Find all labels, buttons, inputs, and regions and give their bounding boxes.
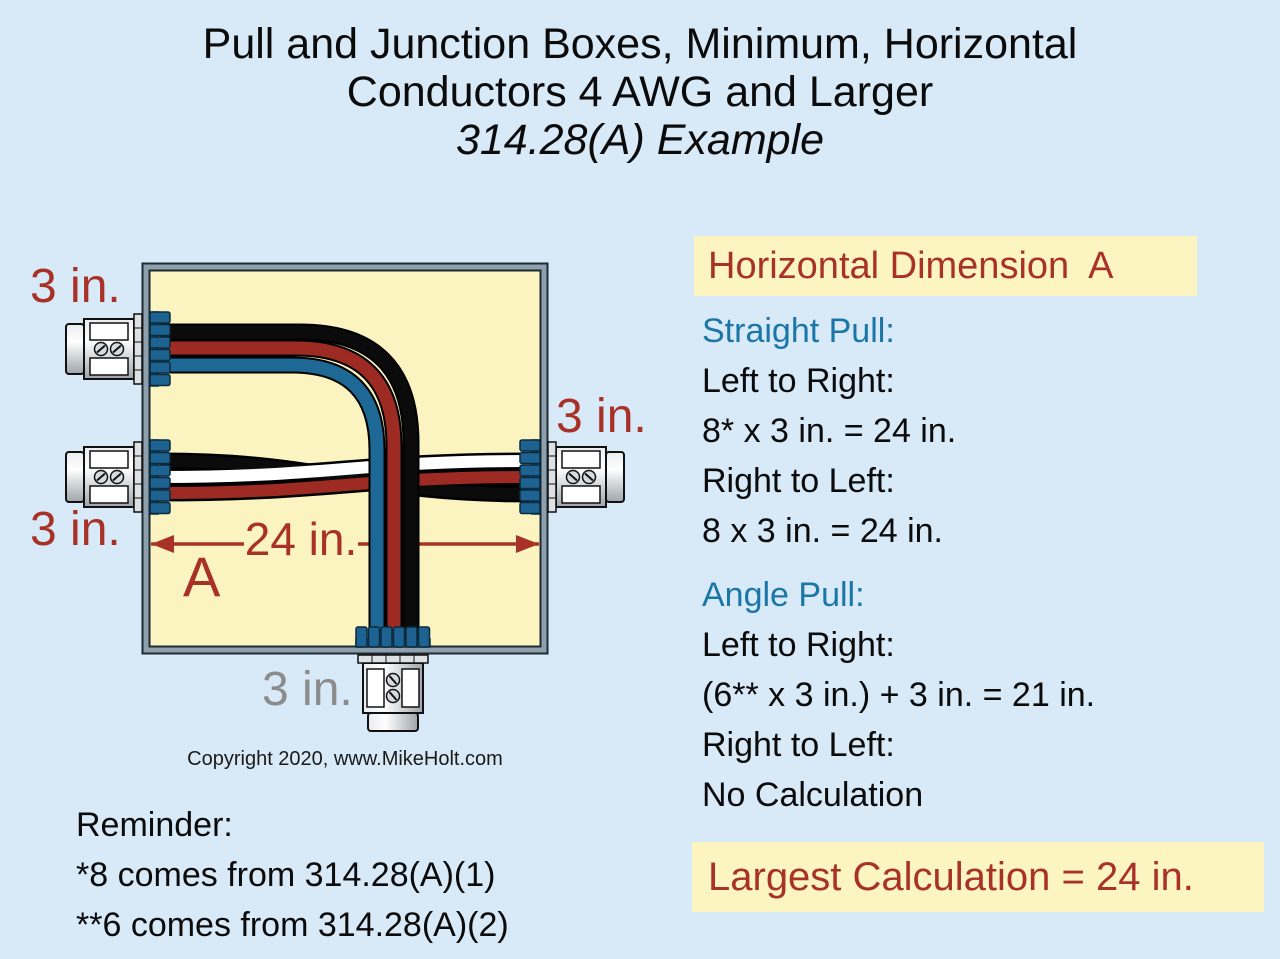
title-line-3: 314.28(A) Example (455, 116, 825, 164)
wire-cross-black (159, 455, 531, 500)
angle-pull-heading: Angle Pull: (702, 576, 865, 614)
label-24in-dimension: 24 in. (244, 513, 358, 565)
arrowhead-right-icon (516, 535, 539, 553)
label-3in-bottom: 3 in. (262, 663, 353, 716)
straight-pull-heading: Straight Pull: (702, 312, 895, 350)
reminder-line-1: Reminder: (76, 806, 233, 844)
straight-pull-line-2: 8* x 3 in. = 24 in. (702, 412, 957, 450)
angle-pull-line-2: (6** x 3 in.) + 3 in. = 21 in. (702, 676, 1096, 714)
wire-bend-black (160, 325, 418, 645)
angle-pull-line-1: Left to Right: (702, 626, 895, 664)
horizontal-dimension-header: Horizontal Dimension A (694, 236, 1197, 296)
crossing-wires (159, 452, 531, 503)
straight-pull-line-3: Right to Left: (702, 462, 895, 500)
title-line-2: Conductors 4 AWG and Larger (346, 68, 934, 116)
straight-pull-line-1: Left to Right: (702, 362, 895, 400)
straight-pull-line-4: 8 x 3 in. = 24 in. (702, 512, 943, 550)
wire-bend-red (160, 341, 401, 645)
conduit-fitting-right (519, 439, 625, 515)
wire-bend-blue (160, 358, 384, 645)
straight-pull-block: Straight Pull: Left to Right: 8* x 3 in.… (702, 306, 956, 556)
reminder-block: Reminder: *8 comes from 314.28(A)(1) **6… (76, 800, 509, 950)
largest-calculation-banner: Largest Calculation = 24 in. (692, 842, 1264, 912)
conduit-fitting-bottom (355, 626, 431, 732)
angle-pull-line-4: No Calculation (702, 776, 924, 814)
arrowhead-left-icon (151, 535, 174, 553)
wire-cross-white (159, 455, 531, 483)
label-dimension-a: A (183, 545, 221, 608)
angle-pull-line-3: Right to Left: (702, 726, 895, 764)
page-title: Pull and Junction Boxes, Minimum, Horizo… (0, 20, 1280, 164)
wire-cross-red (159, 471, 531, 499)
label-3in-top-left: 3 in. (30, 260, 121, 313)
conduit-fitting-top-left (65, 311, 171, 387)
title-line-1: Pull and Junction Boxes, Minimum, Horizo… (202, 20, 1078, 68)
bend-wires (160, 323, 420, 645)
angle-pull-block: Angle Pull: Left to Right: (6** x 3 in.)… (702, 570, 1095, 820)
label-3in-right: 3 in. (556, 390, 647, 443)
copyright-text: Copyright 2020, www.MikeHolt.com (187, 748, 503, 770)
reminder-line-3: **6 comes from 314.28(A)(2) (76, 906, 509, 944)
label-3in-mid-left: 3 in. (30, 503, 121, 556)
reminder-line-2: *8 comes from 314.28(A)(1) (76, 856, 496, 894)
